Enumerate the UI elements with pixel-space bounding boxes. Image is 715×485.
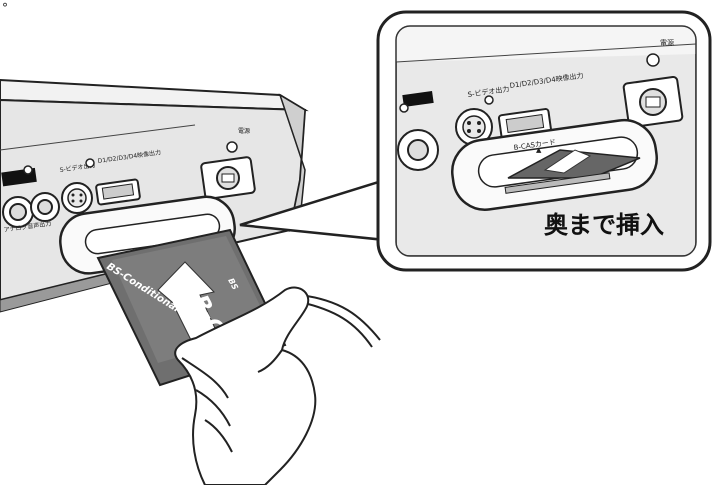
- cables: [300, 295, 380, 347]
- zoom-slot-mark: ▲: [536, 146, 542, 154]
- corner-mark: °: [2, 1, 8, 15]
- power-connector: [201, 157, 256, 200]
- instruction-text: 奥まで挿入: [544, 211, 664, 239]
- s-video-jack: [62, 183, 92, 213]
- power-label: 電源: [238, 127, 250, 135]
- zoom-power-label: 電源: [660, 38, 674, 47]
